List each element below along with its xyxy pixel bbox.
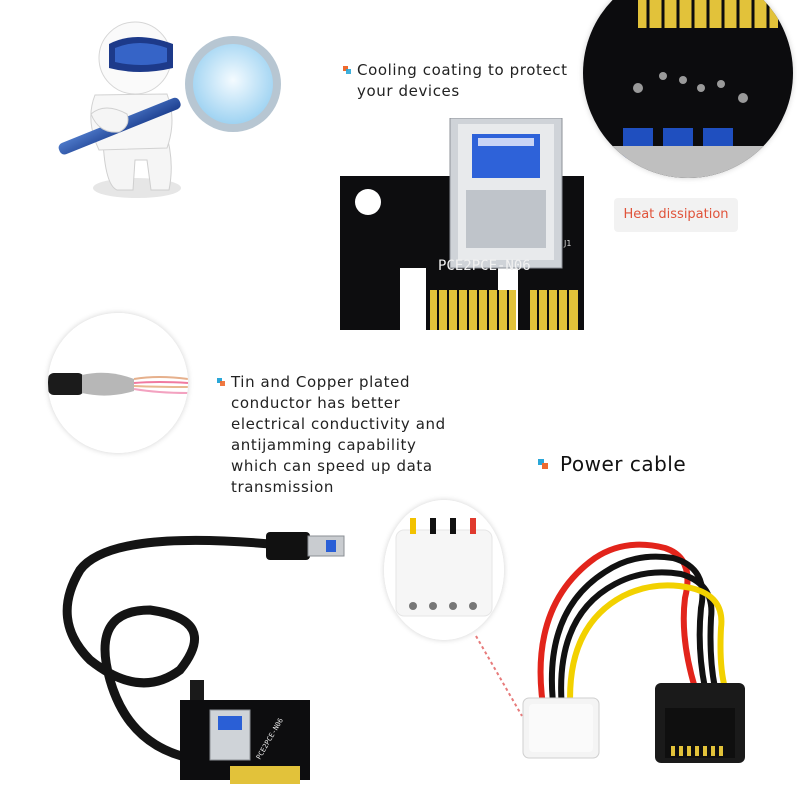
board-label: PCE2PCE-N06 [438, 258, 531, 274]
board-marker: J1 [563, 239, 571, 248]
riser-board-image: PCE2PCE-N06 J1 [340, 118, 584, 330]
copper-line-2: conductor has better [231, 394, 401, 412]
usb-cable-image: PCE2PCE-N06 [62, 532, 345, 784]
robot-magnifier-icon [58, 21, 281, 198]
copper-line-3: electrical conductivity and [231, 415, 446, 433]
bullet-icon [538, 459, 548, 469]
copper-line-5: which can speed up data [231, 457, 433, 475]
cooling-line-2: your devices [357, 82, 460, 100]
cooling-line-1: Cooling coating to protect [357, 61, 568, 79]
power-cable-caption: Power cable [538, 452, 687, 476]
bullet-icon [217, 378, 226, 387]
copper-wire-closeup-image [48, 313, 188, 453]
copper-line-1: Tin and Copper plated [231, 373, 411, 391]
heat-dissipation-label: Heat dissipation [614, 198, 738, 232]
power-cable-image [522, 541, 745, 763]
heat-closeup-image [583, 0, 793, 178]
bullet-icon [343, 66, 352, 75]
power-cable-label: Power cable [560, 452, 687, 476]
copper-caption: Tin and Copper plated conductor has bett… [217, 372, 446, 498]
copper-line-6: transmission [231, 478, 335, 496]
molex-closeup-image [384, 500, 504, 640]
cooling-caption: Cooling coating to protect your devices [343, 60, 568, 102]
copper-line-4: antijamming capability [231, 436, 417, 454]
